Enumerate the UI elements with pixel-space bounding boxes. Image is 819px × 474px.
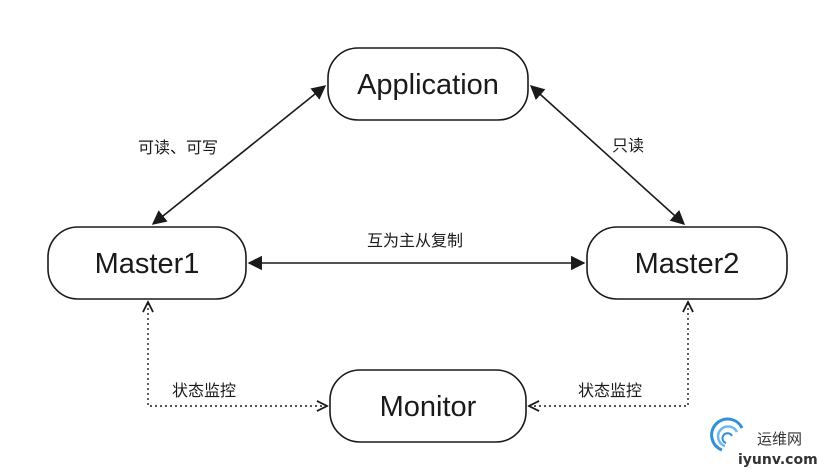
- edge-label-monitor-master1: 状态监控: [172, 381, 236, 400]
- watermark: 运维网 iyunv.com: [710, 417, 818, 468]
- node-application-label: Application: [357, 69, 499, 101]
- node-master2: Master2: [586, 226, 788, 300]
- node-master2-label: Master2: [635, 248, 740, 280]
- node-monitor-label: Monitor: [380, 391, 477, 423]
- edge-application-master1: [151, 85, 327, 225]
- edge-label-application-master1: 可读、可写: [138, 138, 218, 157]
- edge-label-monitor-master2: 状态监控: [578, 381, 642, 400]
- node-master1: Master1: [47, 226, 247, 300]
- node-monitor: Monitor: [329, 369, 527, 443]
- node-master1-label: Master1: [95, 248, 200, 280]
- node-application: Application: [327, 47, 529, 121]
- watermark-name: 运维网: [757, 430, 802, 448]
- watermark-url: iyunv.com: [738, 452, 818, 468]
- edge-label-master1-master2: 互为主从复制: [367, 231, 463, 250]
- edge-application-master2: [529, 85, 686, 225]
- edge-label-application-master2: 只读: [612, 136, 644, 155]
- watermark-logo-icon: [710, 417, 744, 452]
